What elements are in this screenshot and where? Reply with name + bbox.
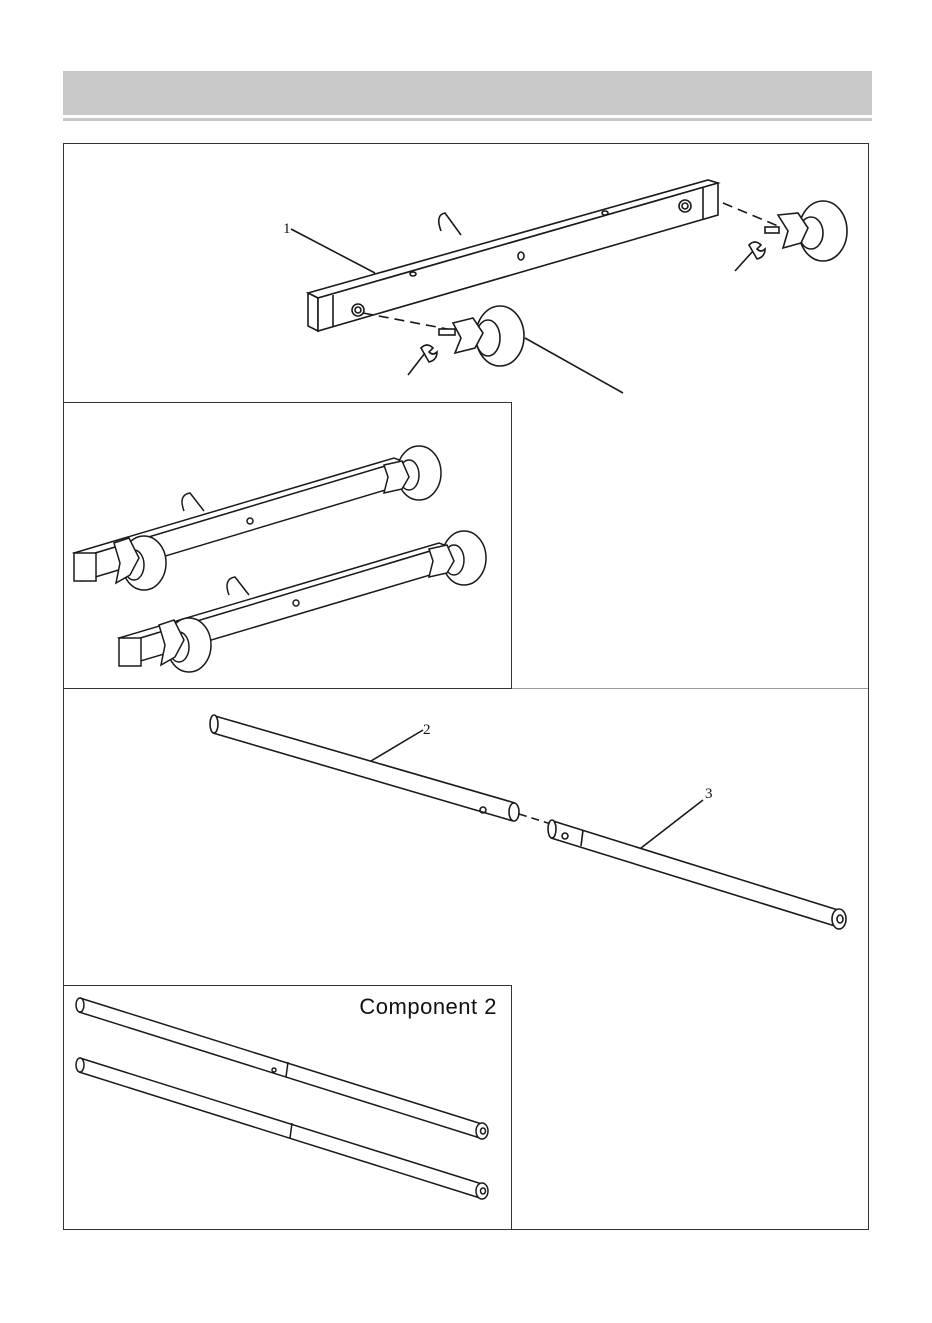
step1-result-panel (63, 402, 512, 689)
header-rule (63, 118, 872, 121)
step2-diagram: 2 3 (63, 688, 869, 986)
part-number-3: 3 (705, 786, 713, 802)
base-tube-wheels-drawing: 1 (63, 143, 869, 403)
tube-assembly-drawing: 2 3 (63, 688, 869, 986)
component-2-panel: Component 2 (63, 985, 512, 1230)
part-number-1: 1 (283, 221, 291, 237)
step1-diagram: 1 (63, 143, 869, 403)
part-number-2: 2 (423, 722, 431, 738)
component-2-drawing (64, 986, 513, 1231)
header-bar (63, 71, 872, 115)
assembled-bases-drawing (64, 403, 513, 690)
